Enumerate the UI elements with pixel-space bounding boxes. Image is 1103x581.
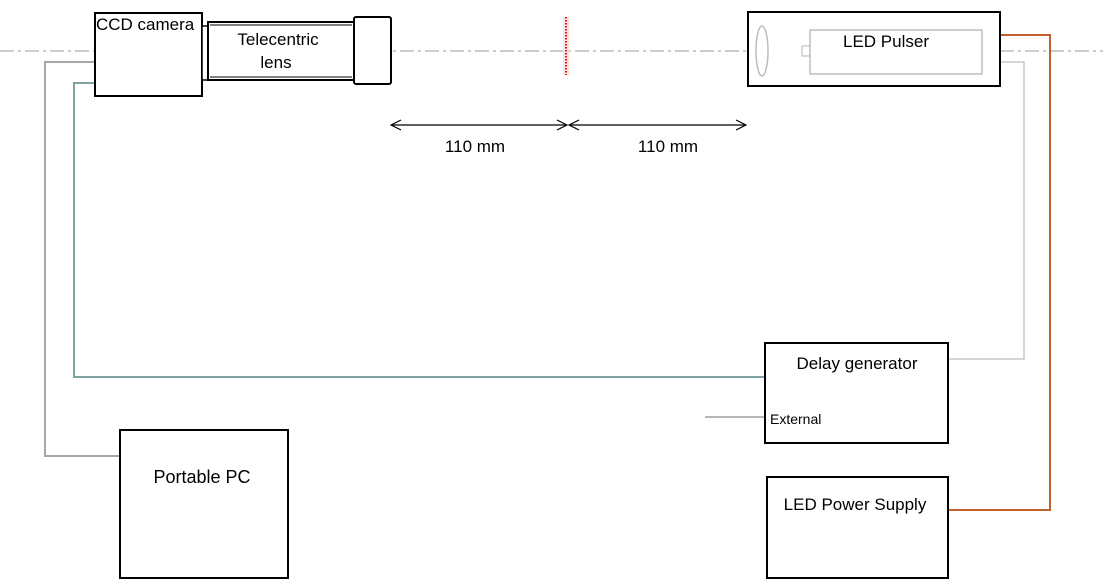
trigger-cable [73, 82, 765, 378]
ccd-camera-label: CCD camera [96, 15, 195, 34]
pc-cable [44, 61, 120, 457]
lens-front-element [353, 16, 392, 85]
led-power-supply-box [766, 476, 949, 579]
power-cable [948, 34, 1051, 511]
target-marker [563, 17, 569, 75]
telecentric-label-line1: Telecentric [237, 30, 319, 49]
led-pulser-inner-box [809, 29, 983, 75]
led-power-supply-label: LED Power Supply [784, 495, 927, 514]
distance-label-left: 110 mm [445, 137, 505, 156]
led-pulser-label: LED Pulser [843, 32, 929, 51]
pulser-to-delay-cable [948, 61, 1025, 360]
portable-pc-label: Portable PC [153, 467, 250, 487]
external-label: External [770, 411, 821, 427]
led-connector [801, 45, 811, 57]
delay-generator-label: Delay generator [797, 354, 918, 373]
distance-label-right: 110 mm [638, 137, 698, 156]
led-lens-icon [755, 25, 769, 77]
telecentric-label-line2: lens [260, 53, 291, 72]
delay-generator-box [764, 342, 949, 444]
ccd-camera-box [94, 12, 203, 97]
portable-pc-box [119, 429, 289, 579]
telecentric-lens-body [207, 21, 355, 81]
